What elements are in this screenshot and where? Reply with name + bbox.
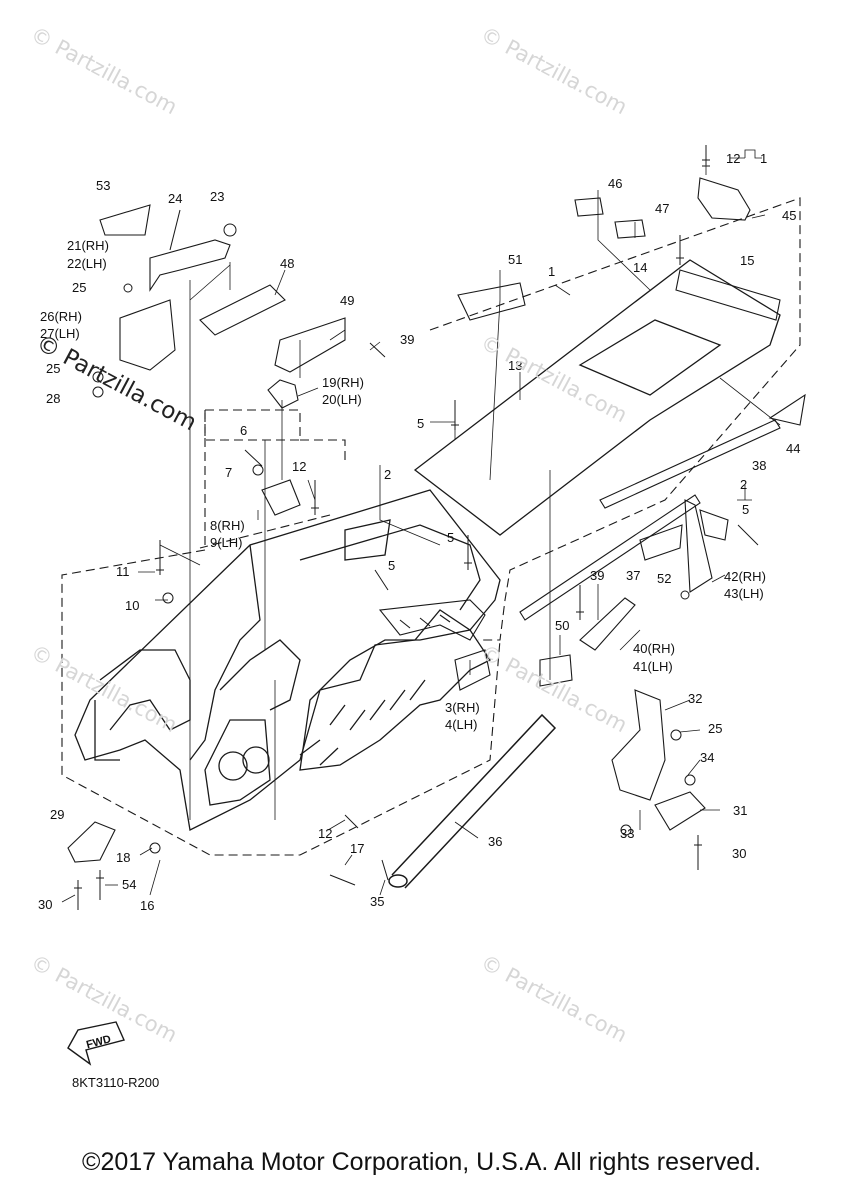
callout-labels: 12 1 53 24 23 46 45 47 21(RH) 22(LH) 48 … (38, 151, 800, 1051)
running-board (378, 599, 486, 641)
callout: 30 (38, 897, 52, 912)
callout: 9(LH) (210, 535, 243, 550)
callout: 38 (752, 458, 766, 473)
part-40-bracket (579, 597, 636, 651)
callout: 4(LH) (445, 717, 478, 732)
callout: 25 (72, 280, 86, 295)
part-26-bracket (119, 299, 176, 371)
callout: 36 (488, 834, 502, 849)
callout: 2 (384, 467, 391, 482)
callout: 8(RH) (210, 518, 245, 533)
callout: 54 (122, 877, 136, 892)
callout: 34 (700, 750, 714, 765)
callout: 30 (732, 846, 746, 861)
callout: 33 (620, 826, 634, 841)
misc-parts (67, 177, 781, 863)
callout: 37 (626, 568, 640, 583)
part-31-footplate (654, 791, 706, 831)
tunnel-plate (413, 259, 781, 536)
part-21-bracket (149, 239, 231, 292)
assembly-boundary (61, 197, 801, 856)
copyright-notice: ©2017 Yamaha Motor Corporation, U.S.A. A… (82, 1148, 761, 1176)
part-52-grille (639, 524, 683, 561)
part-51-pad (457, 282, 526, 321)
rear-rail (684, 499, 729, 593)
callout: 1 (548, 264, 555, 279)
callout: 11 (116, 564, 130, 579)
part-3-bracket (454, 649, 491, 691)
callout: 44 (786, 441, 800, 456)
part-49-pad (274, 317, 346, 373)
callout: 50 (555, 618, 569, 633)
callout: 20(LH) (322, 392, 362, 407)
callout: 17 (350, 841, 364, 856)
part-46-label (574, 197, 604, 217)
callout: 6 (240, 423, 247, 438)
callout: 39 (400, 332, 414, 347)
callout: 26(RH) (40, 309, 82, 324)
callout: 28 (46, 391, 60, 406)
side-rail (519, 393, 806, 621)
fwd-arrow-icon (67, 1021, 125, 1066)
callout: 12 (292, 459, 306, 474)
callout: 5 (742, 502, 749, 517)
leader-lines (61, 149, 781, 903)
callout: 14 (633, 260, 647, 275)
callout: 19(RH) (322, 375, 364, 390)
part-15-bar (675, 269, 781, 321)
callout: 46 (608, 176, 622, 191)
callout: 42(RH) (724, 569, 766, 584)
callout: 21(RH) (67, 238, 109, 253)
part-29-footplate (67, 821, 116, 863)
callout: 47 (655, 201, 669, 216)
callout: 32 (688, 691, 702, 706)
part-47-label (614, 219, 646, 239)
callout: 49 (340, 293, 354, 308)
callout: 5 (417, 416, 424, 431)
part-50-block (539, 654, 573, 687)
callout: 10 (125, 598, 139, 613)
callout: 43(LH) (724, 586, 764, 601)
fasteners (74, 145, 759, 910)
callout: 22(LH) (67, 256, 107, 271)
callout: 24 (168, 191, 182, 206)
callout: 2 (740, 477, 747, 492)
callout: 40(RH) (633, 641, 675, 656)
callout: 35 (370, 894, 384, 909)
part-45-handle (697, 177, 751, 221)
callout: 13 (508, 358, 522, 373)
part-53-cover (99, 204, 151, 236)
tunnel-tube (388, 713, 557, 889)
callout: 18 (116, 850, 130, 865)
callout: 45 (782, 208, 796, 223)
callout: 41(LH) (633, 659, 673, 674)
callout: 48 (280, 256, 294, 271)
callout: 53 (96, 178, 110, 193)
callout: 3(RH) (445, 700, 480, 715)
part-32-footrest (611, 689, 666, 801)
callout: 29 (50, 807, 64, 822)
callout: 1 (760, 151, 767, 166)
callout: 15 (740, 253, 754, 268)
callout: 7 (225, 465, 232, 480)
callout: 39 (590, 568, 604, 583)
callout: 16 (140, 898, 154, 913)
tunnel-frame (74, 489, 501, 831)
callout: 5 (388, 558, 395, 573)
diagram-code: 8KT3110-R200 (72, 1075, 160, 1090)
callout: 31 (733, 803, 747, 818)
callout: 23 (210, 189, 224, 204)
callout: 51 (508, 252, 522, 267)
callout: 52 (657, 571, 671, 586)
callout: 12 (726, 151, 740, 166)
part-8-bracket (261, 479, 301, 516)
callout: 25 (46, 361, 60, 376)
callout: 25 (708, 721, 722, 736)
part-19-boot (267, 379, 299, 409)
part-48-pad (199, 284, 286, 336)
callout: 12 (318, 826, 332, 841)
callout: 5 (447, 530, 454, 545)
callout: 27(LH) (40, 326, 80, 341)
